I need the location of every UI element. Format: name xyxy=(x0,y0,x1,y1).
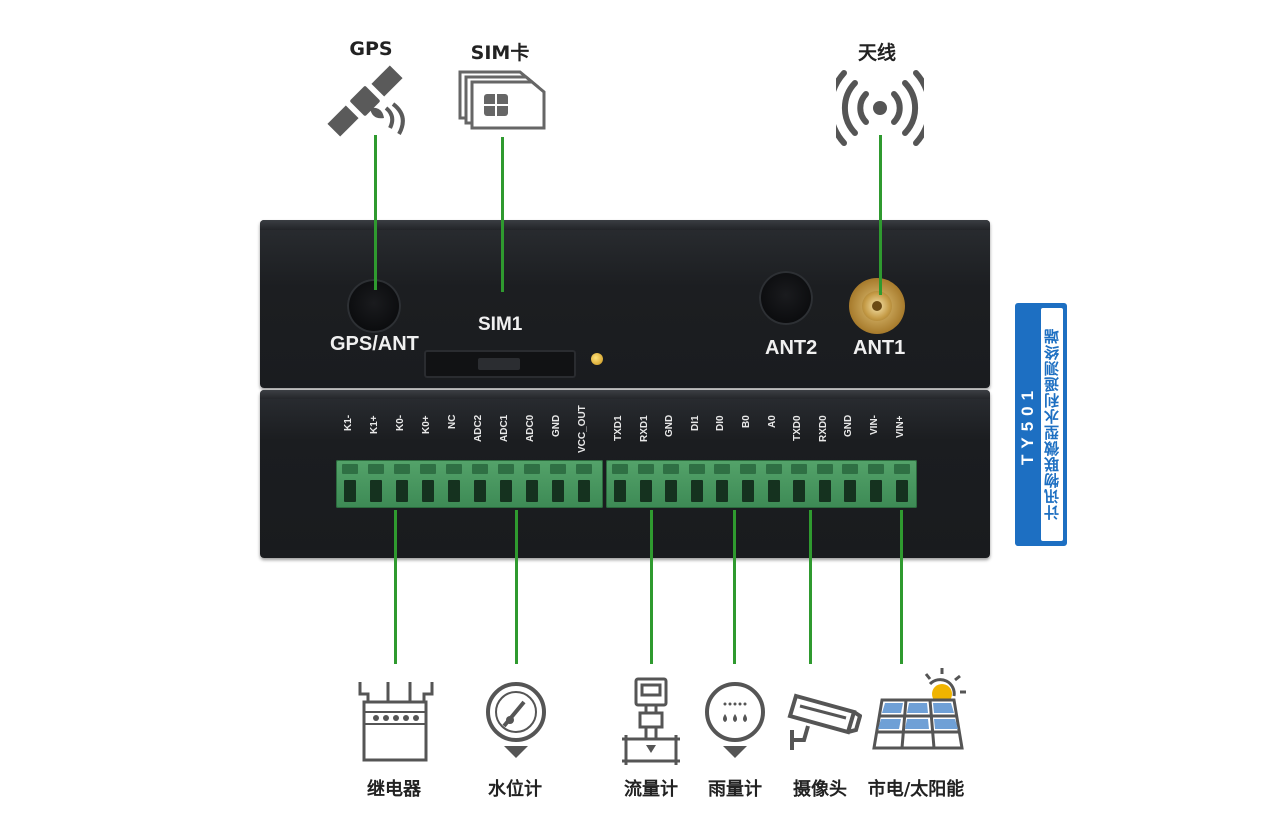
line-rain-gauge xyxy=(733,510,736,664)
line-flow-meter xyxy=(650,510,653,664)
terminal-pin-label: ADC0 xyxy=(525,415,536,443)
terminal-pin-label: RXD0 xyxy=(817,415,829,442)
terminal-pin-label: NC xyxy=(447,415,458,430)
line-sim xyxy=(501,137,504,292)
terminal-pin xyxy=(891,460,913,508)
camera-icon xyxy=(787,693,862,750)
rain-gauge-label: 雨量计 xyxy=(708,779,762,800)
flow-meter-label: 流量计 xyxy=(624,779,678,800)
solar-panel-icon xyxy=(872,668,966,750)
antenna-label: 天线 xyxy=(857,42,896,64)
sim-card-slot xyxy=(424,350,576,378)
terminal-pin xyxy=(495,460,517,508)
terminal-pin-label: K1+ xyxy=(369,415,380,434)
terminal-pin-label: GND xyxy=(664,415,676,438)
terminal-pin xyxy=(609,460,631,508)
status-led xyxy=(591,353,603,365)
terminal-pin-label: K0- xyxy=(395,415,406,432)
terminal-pin xyxy=(391,460,413,508)
terminal-pin-label: DI1 xyxy=(689,415,701,431)
terminal-pin xyxy=(660,460,682,508)
terminal-pin xyxy=(365,460,387,508)
terminal-pin-label: GND xyxy=(551,415,562,438)
terminal-pin xyxy=(417,460,439,508)
terminal-pin-label: TXD0 xyxy=(792,415,804,441)
terminal-pin xyxy=(469,460,491,508)
terminal-pin-label: K1- xyxy=(343,415,354,432)
line-camera xyxy=(809,510,812,664)
ant2-port xyxy=(759,271,813,325)
line-power xyxy=(900,510,903,664)
terminal-pin xyxy=(737,460,759,508)
relay-label: 继电器 xyxy=(367,779,421,800)
terminal-pin-label: B0 xyxy=(741,415,752,428)
terminal-pin xyxy=(443,460,465,508)
terminal-pin-label: ADC1 xyxy=(499,415,510,443)
sim-slot-label: SIM1 xyxy=(478,314,523,335)
terminal-pin xyxy=(814,460,836,508)
terminal-pin xyxy=(788,460,810,508)
terminal-pin-label: VCC_OUT xyxy=(577,405,588,453)
terminal-pin-label: GND xyxy=(843,415,855,438)
terminal-pin xyxy=(573,460,595,508)
rain-gauge-icon xyxy=(705,682,765,758)
gps-port-label: GPS/ANT xyxy=(330,333,419,355)
flow-meter-icon xyxy=(622,677,680,765)
ant2-label: ANT2 xyxy=(765,337,818,359)
power-label: 市电/太阳能 xyxy=(867,779,965,800)
water-level-gauge-icon xyxy=(486,682,546,758)
model-name: TY501 xyxy=(1018,384,1037,465)
ant1-label: ANT1 xyxy=(853,337,906,359)
terminal-pin xyxy=(865,460,887,508)
terminal-pin xyxy=(839,460,861,508)
terminal-pin-label: RXD1 xyxy=(638,415,650,442)
terminal-block-right xyxy=(606,460,917,508)
terminal-pin-label: A0 xyxy=(766,415,778,428)
terminal-pin xyxy=(521,460,543,508)
terminal-pin-label: DI0 xyxy=(715,415,727,431)
line-water-level xyxy=(515,510,518,664)
camera-label: 摄像头 xyxy=(793,779,847,800)
satellite-icon xyxy=(327,65,405,137)
terminal-pin-label: ADC2 xyxy=(473,415,484,443)
line-gps xyxy=(374,135,377,290)
terminal-pin-label: K0+ xyxy=(421,415,432,434)
product-description: 计讯物联微型水利遥测终端 xyxy=(1043,328,1061,521)
terminal-pin xyxy=(547,460,569,508)
terminal-pin-label: VIN+ xyxy=(894,415,906,438)
line-antenna xyxy=(879,135,882,295)
water-level-label: 水位计 xyxy=(488,779,542,800)
terminal-pin xyxy=(339,460,361,508)
terminal-pin xyxy=(763,460,785,508)
terminal-pin-label: VIN- xyxy=(869,415,880,435)
sim-card-label: SIM卡 xyxy=(470,42,530,64)
sim-cards-icon xyxy=(458,70,546,130)
line-relay xyxy=(394,510,397,664)
wireless-signal-icon xyxy=(836,70,924,146)
gps-label: GPS xyxy=(349,38,393,60)
terminal-pin-label: TXD1 xyxy=(613,415,624,441)
relay-icon xyxy=(358,682,434,762)
terminal-pin xyxy=(635,460,657,508)
terminal-pin xyxy=(711,460,733,508)
terminal-pin xyxy=(686,460,708,508)
